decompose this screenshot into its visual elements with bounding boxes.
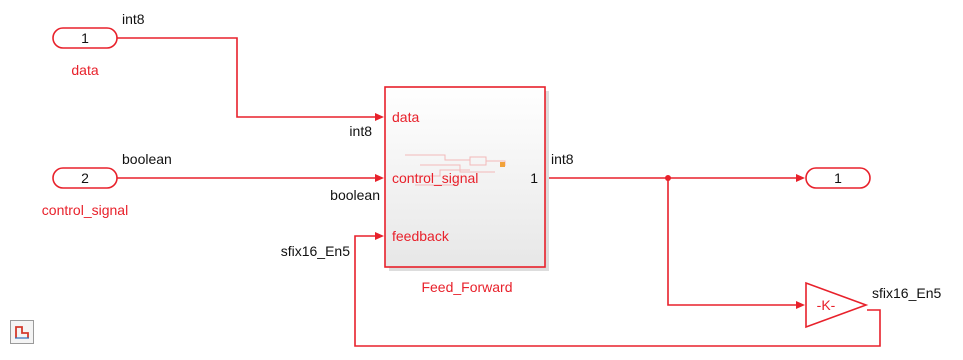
arrowhead	[796, 174, 805, 182]
signal-line-feedback[interactable]	[354, 235, 881, 347]
inport-2-number: 2	[81, 170, 89, 186]
outport-1-block[interactable]: 1	[805, 167, 871, 189]
inport-1-block[interactable]: 1	[52, 27, 118, 49]
sample-time-button[interactable]	[10, 320, 34, 344]
gain-value: -K-	[817, 297, 836, 313]
subsystem-body	[384, 86, 546, 268]
subsystem-port-label-feedback: feedback	[392, 228, 450, 244]
outport-1-number: 1	[834, 170, 842, 186]
inport-1-name: data	[71, 62, 98, 78]
arrowhead	[796, 301, 805, 309]
arrowheads	[375, 113, 805, 309]
signal-line-gain-branch[interactable]	[667, 178, 796, 306]
subsystem-name: Feed_Forward	[421, 279, 512, 295]
gain-block[interactable]: -K-	[805, 281, 869, 329]
branch-point	[665, 175, 671, 181]
output-signal-type: int8	[551, 151, 574, 167]
subsystem-port-label-data: data	[392, 109, 419, 125]
arrowhead	[375, 174, 384, 182]
subsystem-input-type-data: int8	[349, 123, 372, 139]
arrowhead	[375, 113, 384, 121]
arrowhead	[375, 232, 384, 240]
inport-2-block[interactable]: 2	[52, 167, 118, 189]
feed-forward-subsystem[interactable]: data control_signal feedback 1	[384, 86, 549, 271]
inport-1-signal-type: int8	[122, 11, 145, 27]
inport-2-signal-type: boolean	[122, 151, 172, 167]
sample-time-icon	[15, 326, 29, 339]
subsystem-port-label-control: control_signal	[392, 170, 478, 186]
subsystem-input-type-feedback: sfix16_En5	[281, 243, 350, 259]
signal-line-data[interactable]	[117, 37, 375, 118]
inport-1-number: 1	[81, 30, 89, 46]
inport-2-name: control_signal	[42, 202, 128, 218]
subsystem-preview-marker	[500, 162, 505, 167]
gain-output-type: sfix16_En5	[872, 285, 941, 301]
subsystem-port-label-out: 1	[530, 170, 538, 186]
subsystem-input-type-control: boolean	[330, 187, 380, 203]
